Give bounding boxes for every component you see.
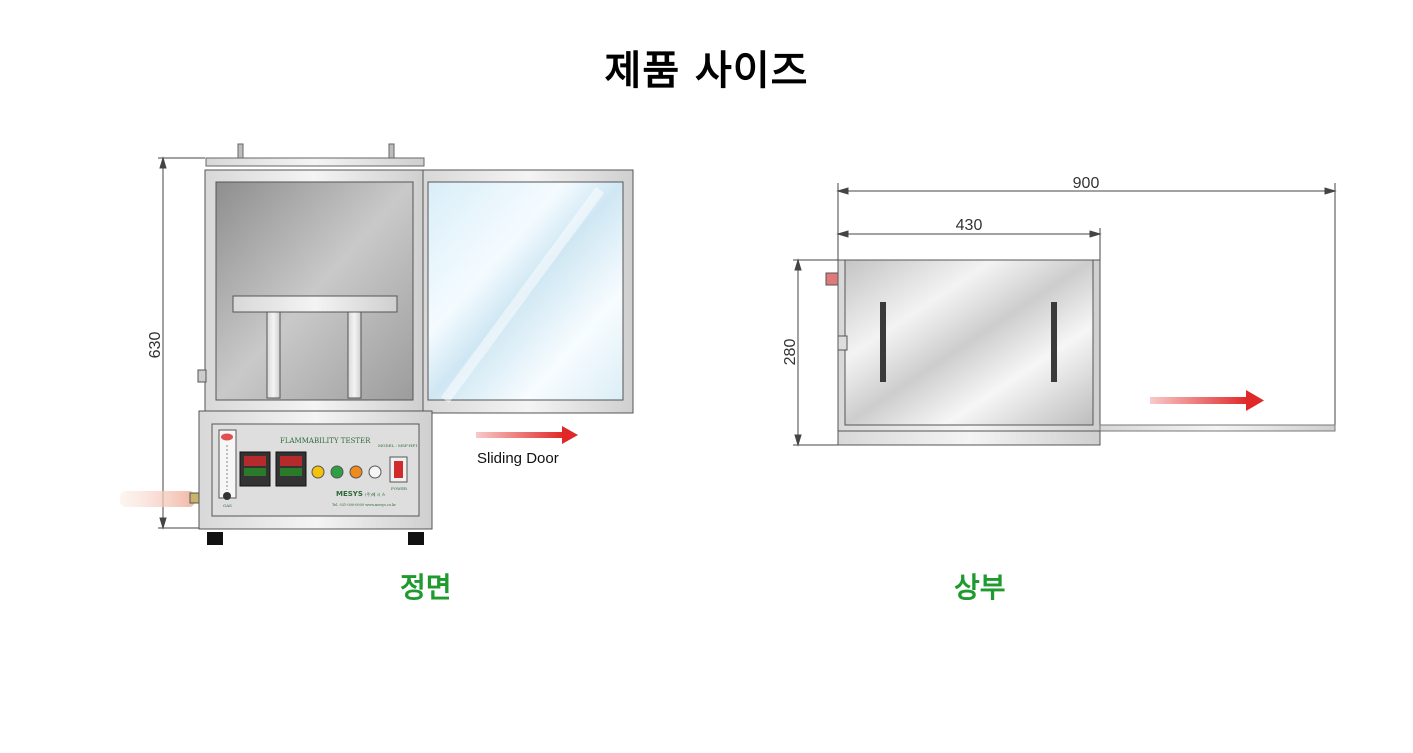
top-sliding-arrow <box>1150 390 1264 411</box>
dimension-430-label: 430 <box>956 217 983 234</box>
panel-title: FLAMMABILITY TESTER <box>280 437 371 445</box>
page-title: 제품 사이즈 <box>604 48 809 94</box>
gas-knob <box>223 492 231 500</box>
top-connector <box>825 272 839 286</box>
dimension-430 <box>836 228 1102 260</box>
top-view: 900 430 280 <box>782 175 1337 447</box>
dimension-900 <box>836 183 1337 426</box>
front-height-dimension <box>158 156 205 530</box>
lamp-white <box>368 465 382 479</box>
lamp-green <box>330 465 344 479</box>
power-label: POWER <box>391 486 408 491</box>
hose-connector <box>189 492 200 504</box>
front-view-caption: 정면 <box>400 571 452 604</box>
contact-text: Tel. 031-000-0000 www.mesys.co.kr <box>332 503 396 507</box>
model-text: MODEL : MSF-HF1 <box>378 443 418 448</box>
sliding-door-label: Sliding Door <box>477 450 559 467</box>
specimen-holder <box>232 295 398 399</box>
lamp-orange <box>349 465 363 479</box>
top-rail <box>205 143 425 167</box>
brand-sub: (주)메 시 스 <box>365 491 386 497</box>
dimension-900-label: 900 <box>1073 175 1100 192</box>
sliding-arrow <box>476 426 578 444</box>
top-knob <box>837 335 848 351</box>
gas-hose <box>120 491 195 507</box>
side-knob <box>197 369 207 383</box>
sliding-track <box>1099 424 1336 432</box>
gas-label: GAS <box>223 503 232 508</box>
top-handle-left <box>880 302 886 382</box>
sliding-door <box>422 169 634 414</box>
control-base: GAS FLAMMABILITY TESTER MODEL : MSF-HF1 … <box>198 410 433 530</box>
front-height-label: 630 <box>147 332 164 359</box>
dimension-280 <box>793 258 838 447</box>
foot-left <box>207 532 223 545</box>
dimension-280-label: 280 <box>782 339 799 366</box>
top-handle-right <box>1051 302 1057 382</box>
brand-logo: MESYS <box>336 490 363 498</box>
cabinet-chamber <box>215 181 414 401</box>
foot-right <box>408 532 424 545</box>
top-view-caption: 상부 <box>954 571 1006 604</box>
front-view: 630 <box>120 143 634 545</box>
lamp-yellow <box>311 465 325 479</box>
